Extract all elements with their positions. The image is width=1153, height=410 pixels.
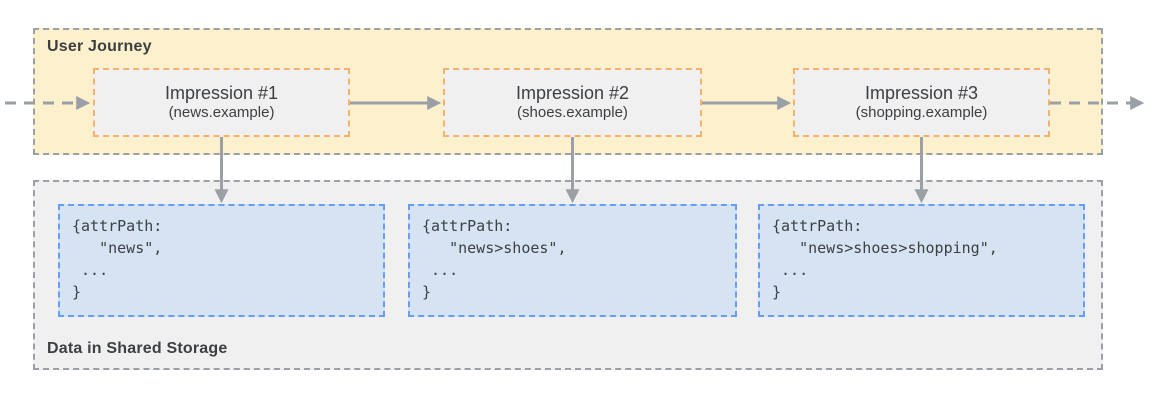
impression-1-site: (news.example) (168, 104, 275, 121)
impression-2-box: Impression #2 (shoes.example) (443, 68, 702, 137)
user-journey-label: User Journey (47, 38, 152, 55)
storage-entry-1: {attrPath: "news", ... } (58, 204, 385, 317)
impression-3-title: Impression #3 (864, 83, 979, 103)
shared-storage-label: Data in Shared Storage (47, 340, 228, 357)
storage-entry-2: {attrPath: "news>shoes", ... } (408, 204, 737, 317)
storage-entry-3: {attrPath: "news>shoes>shopping", ... } (758, 204, 1085, 317)
impression-3-box: Impression #3 (shopping.example) (793, 68, 1050, 137)
impression-2-title: Impression #2 (515, 83, 630, 103)
impression-1-title: Impression #1 (164, 83, 279, 103)
impression-3-site: (shopping.example) (855, 104, 988, 121)
impression-2-site: (shoes.example) (517, 104, 628, 121)
impression-1-box: Impression #1 (news.example) (93, 68, 350, 137)
